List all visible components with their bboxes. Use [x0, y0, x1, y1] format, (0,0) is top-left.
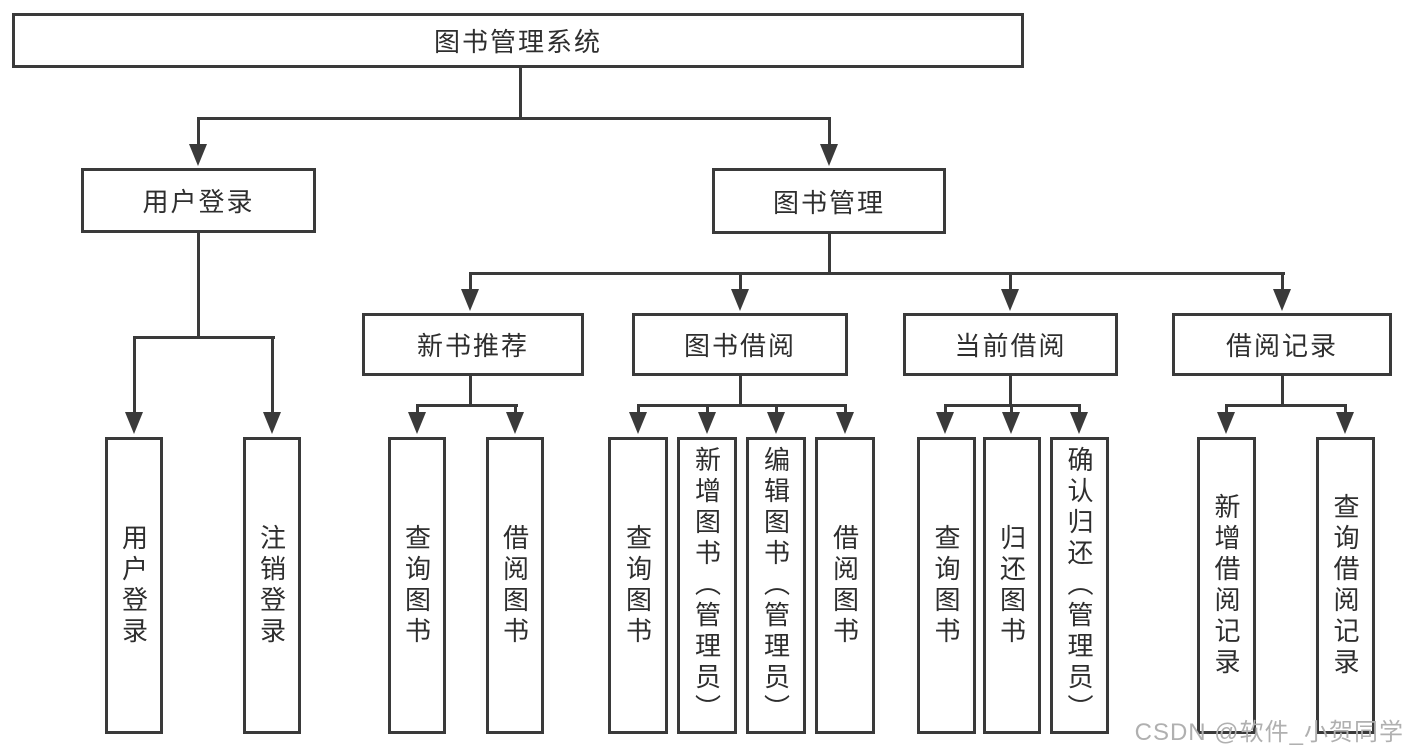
leaf-query-borrow-record: 查询借阅记录 — [1316, 437, 1375, 734]
leaf-edit-book-admin-label: 编辑图书（管理员） — [760, 446, 791, 725]
connector-book-mgmt-drop-3 — [1009, 272, 1012, 292]
leaf-confirm-return-admin: 确认归还（管理员） — [1050, 437, 1109, 734]
node-root-label: 图书管理系统 — [433, 27, 602, 57]
arrow-to-add-book — [698, 412, 716, 434]
node-borrow-records: 借阅记录 — [1172, 313, 1392, 376]
arrow-to-add-record — [1217, 412, 1235, 434]
connector-book-mgmt-branch — [469, 272, 1285, 275]
connector-book-mgmt-drop-4 — [1281, 272, 1284, 292]
arrow-to-return-book — [1002, 412, 1020, 434]
arrow-to-leaf-user-login — [125, 412, 143, 434]
arrow-to-book-management — [820, 144, 838, 166]
leaf-recommend-query-book-label: 查询图书 — [401, 523, 432, 648]
connector-root-drop-right — [828, 117, 831, 148]
leaf-current-query-book: 查询图书 — [917, 437, 976, 734]
arrow-to-current-borrow — [1001, 289, 1019, 311]
leaf-borrow-borrow-book: 借阅图书 — [815, 437, 875, 734]
arrow-to-new-book-recommend — [461, 289, 479, 311]
leaf-recommend-borrow-book-label: 借阅图书 — [499, 523, 530, 648]
connector-borrow-branch — [637, 404, 847, 407]
leaf-add-book-admin-label: 新增图书（管理员） — [691, 446, 722, 725]
node-borrow-records-label: 借阅记录 — [1225, 331, 1338, 361]
arrow-to-query-record — [1336, 412, 1354, 434]
connector-records-drop-2 — [1344, 404, 1347, 416]
node-user-login: 用户登录 — [81, 168, 316, 233]
connector-user-login-drop-2 — [271, 336, 274, 416]
node-book-borrow-label: 图书借阅 — [683, 331, 796, 361]
node-new-book-recommend-label: 新书推荐 — [416, 331, 529, 361]
arrow-to-book-borrow — [731, 289, 749, 311]
connector-borrow-drop-1 — [637, 404, 640, 416]
connector-records-stem — [1281, 375, 1284, 407]
leaf-recommend-query-book: 查询图书 — [388, 437, 446, 734]
connector-root-drop-left — [197, 117, 200, 148]
connector-current-drop-2 — [1010, 404, 1013, 416]
connector-borrow-stem — [739, 375, 742, 407]
arrow-to-user-login — [189, 144, 207, 166]
connector-current-drop-3 — [1078, 404, 1081, 416]
csdn-watermark: CSDN @软件_小贺同学 — [1134, 719, 1404, 746]
leaf-logout: 注销登录 — [243, 437, 301, 734]
leaf-return-book: 归还图书 — [983, 437, 1041, 734]
connector-root-stem — [519, 67, 522, 118]
arrow-to-borrow-records — [1273, 289, 1291, 311]
connector-user-login-stem — [197, 231, 200, 339]
connector-user-login-drop-1 — [133, 336, 136, 416]
connector-recommend-drop-1 — [416, 404, 419, 416]
leaf-borrow-query-book: 查询图书 — [608, 437, 668, 734]
node-root: 图书管理系统 — [12, 13, 1024, 68]
connector-recommend-stem — [469, 375, 472, 407]
leaf-add-borrow-record-label: 新增借阅记录 — [1211, 492, 1241, 679]
leaf-user-login: 用户登录 — [105, 437, 163, 734]
connector-recommend-branch — [416, 404, 518, 407]
leaf-logout-label: 注销登录 — [256, 523, 287, 648]
node-book-borrow: 图书借阅 — [632, 313, 848, 376]
leaf-user-login-label: 用户登录 — [118, 523, 149, 648]
leaf-return-book-label: 归还图书 — [996, 523, 1027, 648]
arrow-to-leaf-logout — [263, 412, 281, 434]
leaf-edit-book-admin: 编辑图书（管理员） — [746, 437, 806, 734]
node-current-borrow: 当前借阅 — [903, 313, 1118, 376]
node-user-login-label: 用户登录 — [142, 187, 255, 217]
connector-current-drop-1 — [944, 404, 947, 416]
connector-user-login-branch — [133, 336, 275, 339]
arrow-to-query-book-2 — [629, 412, 647, 434]
leaf-add-book-admin: 新增图书（管理员） — [677, 437, 737, 734]
connector-book-mgmt-drop-1 — [469, 272, 472, 292]
connector-borrow-drop-4 — [844, 404, 847, 416]
connector-records-branch — [1225, 404, 1347, 407]
leaf-borrow-query-book-label: 查询图书 — [622, 523, 653, 648]
connector-records-drop-1 — [1225, 404, 1228, 416]
leaf-current-query-book-label: 查询图书 — [931, 523, 961, 648]
node-new-book-recommend: 新书推荐 — [362, 313, 584, 376]
leaf-query-borrow-record-label: 查询借阅记录 — [1330, 492, 1360, 679]
arrow-to-borrow-book-2 — [836, 412, 854, 434]
arrow-to-query-book-3 — [936, 412, 954, 434]
node-current-borrow-label: 当前借阅 — [954, 331, 1067, 361]
connector-current-stem — [1009, 375, 1012, 407]
arrow-to-borrow-book-1 — [506, 412, 524, 434]
arrow-to-edit-book — [767, 412, 785, 434]
node-book-management: 图书管理 — [712, 168, 946, 234]
arrow-to-query-book-1 — [408, 412, 426, 434]
leaf-borrow-borrow-book-label: 借阅图书 — [829, 523, 860, 648]
connector-recommend-drop-2 — [514, 404, 517, 416]
connector-book-mgmt-drop-2 — [739, 272, 742, 292]
connector-book-mgmt-stem — [828, 233, 831, 275]
node-book-management-label: 图书管理 — [772, 187, 885, 218]
leaf-recommend-borrow-book: 借阅图书 — [486, 437, 544, 734]
connector-borrow-drop-2 — [706, 404, 709, 416]
connector-root-branch — [197, 117, 831, 120]
arrow-to-confirm-return — [1070, 412, 1088, 434]
leaf-confirm-return-admin-label: 确认归还（管理员） — [1064, 446, 1094, 725]
leaf-add-borrow-record: 新增借阅记录 — [1197, 437, 1256, 734]
connector-borrow-drop-3 — [775, 404, 778, 416]
